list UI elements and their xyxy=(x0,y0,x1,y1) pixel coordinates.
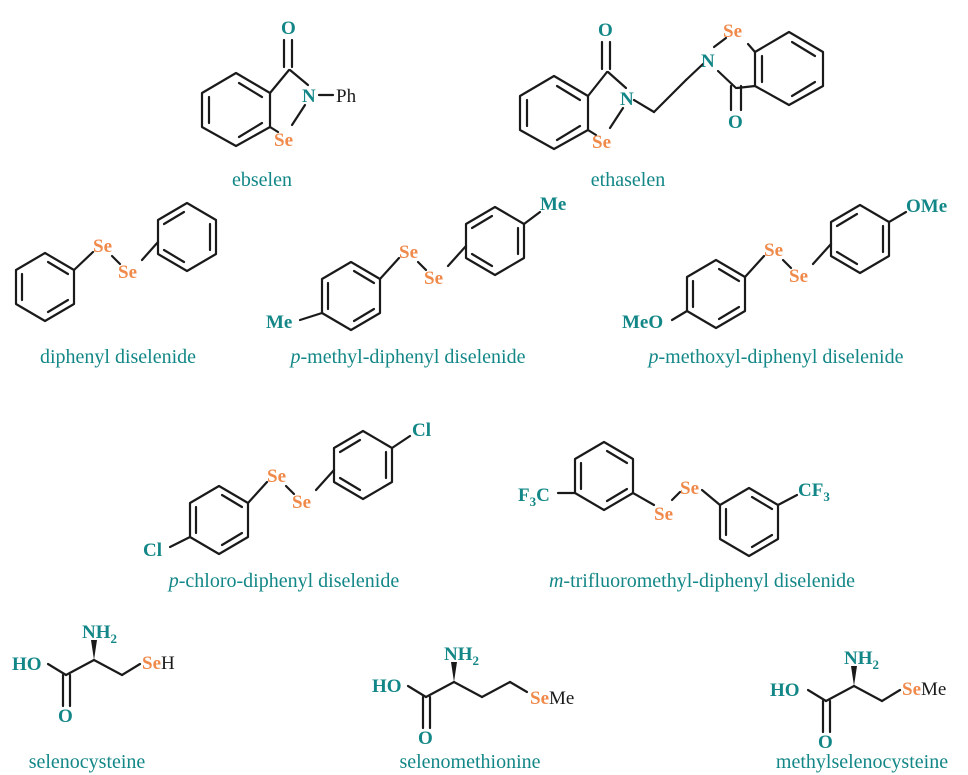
methylselenocysteine-ho-label: HO xyxy=(770,680,800,701)
p-chloro-cl-right-label: Cl xyxy=(412,420,431,441)
ethaselen-left-benzene-ring xyxy=(518,74,590,151)
m-cf3-dpds-name: m-trifluoromethyl-diphenyl diselenide xyxy=(549,570,855,592)
ethaselen-nitrogen-left-label: N xyxy=(620,89,634,110)
selenocysteine-name: selenocysteine xyxy=(29,751,146,773)
p-chloro-left-ring xyxy=(188,484,250,556)
p-chloro-selenium-2-label: Se xyxy=(292,492,311,513)
selenocysteine-wedge-bond xyxy=(91,640,97,660)
ethaselen-right-benzene-ring xyxy=(753,30,825,107)
p-methoxyl-left-ring xyxy=(685,258,747,330)
diphenyl-diselenide-name: diphenyl diselenide xyxy=(40,346,196,368)
m-cf3-left-group-label: F3C xyxy=(518,485,550,509)
ethaselen-oxygen-top-label: O xyxy=(598,20,613,41)
selenomethionine-ho-label: HO xyxy=(372,676,402,697)
p-chloro-right-ring xyxy=(332,429,394,501)
p-methyl-right-ring xyxy=(464,205,526,277)
p-methoxyl-dpds-name: p-methoxyl-diphenyl diselenide xyxy=(647,346,904,368)
ethaselen-selenium-left-label: Se xyxy=(592,132,611,153)
dpds-selenium-1-label: Se xyxy=(93,236,112,257)
p-methyl-dpds-name: p-methyl-diphenyl diselenide xyxy=(289,346,526,368)
ebselen-structure xyxy=(200,38,335,148)
selenocysteine-oxygen-label: O xyxy=(58,706,73,727)
ethaselen-structure xyxy=(518,30,825,151)
selenomethionine-structure xyxy=(406,662,529,730)
selenomethionine-wedge-bond xyxy=(451,662,457,682)
methylselenocysteine-nh2-label: NH2 xyxy=(844,648,879,672)
dpds-selenium-2-label: Se xyxy=(118,262,137,283)
m-cf3-selenium-1-label: Se xyxy=(654,504,673,525)
diphenyl-diselenide-structure xyxy=(14,201,218,323)
selenocysteine-nh2-label: NH2 xyxy=(82,622,117,646)
selenomethionine-nh2-label: NH2 xyxy=(444,644,479,668)
selenomethionine-oxygen-label: O xyxy=(418,728,433,749)
m-cf3-selenium-2-label: Se xyxy=(680,478,699,499)
ebselen-selenium-label: Se xyxy=(274,130,293,151)
ethaselen-selenium-right-label: Se xyxy=(723,21,742,42)
ethaselen-oxygen-bottom-label: O xyxy=(728,112,743,133)
m-cf3-right-ring xyxy=(718,486,780,558)
p-chloro-dpds-name: p-chloro-diphenyl diselenide xyxy=(167,570,400,592)
p-methoxyl-selenium-1-label: Se xyxy=(764,240,783,261)
p-methoxyl-meo-label: MeO xyxy=(622,312,663,333)
p-methyl-me-left-label: Me xyxy=(266,312,292,333)
p-chloro-selenium-1-label: Se xyxy=(267,466,286,487)
selenomethionine-name: selenomethionine xyxy=(399,751,540,773)
selenocysteine-ho-label: HO xyxy=(12,654,42,675)
selenocysteine-structure xyxy=(46,640,142,708)
m-cf3-right-group-label: CF3 xyxy=(798,480,830,504)
p-methoxyl-right-ring xyxy=(829,203,891,275)
p-methoxyl-dpds-structure xyxy=(670,203,908,330)
p-methyl-me-right-label: Me xyxy=(540,194,566,215)
methylselenocysteine-wedge-bond xyxy=(851,666,857,686)
ebselen-benzene-ring xyxy=(200,71,272,148)
selenomethionine-seme-label: SeMe xyxy=(530,688,574,709)
ebselen-phenyl-label: Ph xyxy=(336,86,357,107)
ebselen-name: ebselen xyxy=(232,169,292,191)
methylselenocysteine-oxygen-label: O xyxy=(818,732,833,753)
m-cf3-left-ring xyxy=(573,440,635,512)
p-methoxyl-ome-label: OMe xyxy=(906,196,947,217)
p-chloro-dpds-structure xyxy=(168,429,412,556)
p-methyl-dpds-structure xyxy=(298,205,542,332)
methylselenocysteine-seme-label: SeMe xyxy=(902,679,946,700)
ethaselen-nitrogen-right-label: N xyxy=(701,51,715,72)
ethaselen-name: ethaselen xyxy=(591,169,665,191)
dpds-left-ring xyxy=(14,251,76,323)
ebselen-nitrogen-label: N xyxy=(302,86,316,107)
p-chloro-cl-left-label: Cl xyxy=(143,540,162,561)
p-methyl-selenium-1-label: Se xyxy=(399,242,418,263)
methylselenocysteine-name: methylselenocysteine xyxy=(776,751,948,773)
p-methyl-selenium-2-label: Se xyxy=(424,268,443,289)
p-methyl-left-ring xyxy=(320,260,382,332)
ebselen-oxygen-label: O xyxy=(281,18,296,39)
selenocysteine-seh-label: SeH xyxy=(142,653,175,674)
dpds-right-ring xyxy=(156,201,218,273)
p-methoxyl-selenium-2-label: Se xyxy=(789,266,808,287)
m-cf3-dpds-structure xyxy=(556,440,799,558)
methylselenocysteine-structure xyxy=(806,666,902,734)
